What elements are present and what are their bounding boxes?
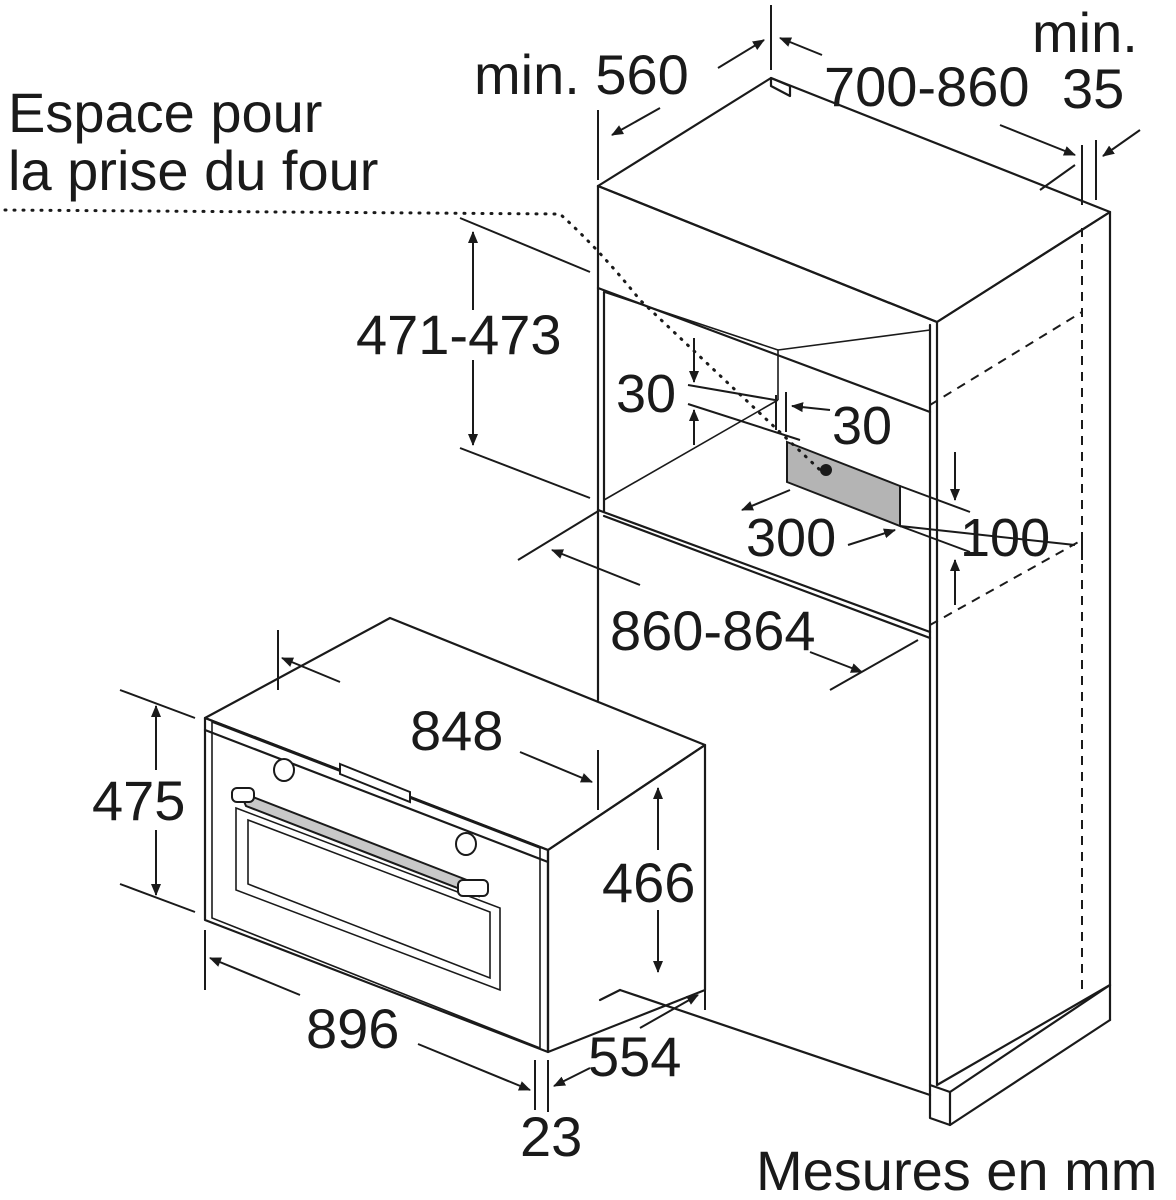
left-knob-icon bbox=[273, 758, 295, 782]
oven-depth-848-label: 848 bbox=[410, 699, 503, 762]
dim-471-473 bbox=[459, 217, 591, 499]
min-35-value: 35 bbox=[1062, 57, 1124, 120]
socket-width-300-label: 300 bbox=[746, 508, 836, 568]
oven bbox=[203, 616, 707, 1054]
oven-display bbox=[339, 762, 411, 804]
dim-475 bbox=[119, 689, 196, 913]
socket-space-label-line2: la prise du four bbox=[8, 139, 378, 202]
dim-300 bbox=[741, 489, 1076, 546]
dim-896 bbox=[204, 930, 536, 1110]
socket-icon bbox=[820, 464, 832, 476]
socket-leader-line bbox=[3, 208, 822, 472]
dim-30-right bbox=[775, 392, 831, 432]
tall-cabinet bbox=[596, 76, 1112, 1127]
dim-100 bbox=[899, 452, 971, 605]
oven-handle bbox=[238, 790, 480, 898]
socket-space-label-line1: Espace pour bbox=[8, 81, 322, 144]
dim-860-864 bbox=[517, 509, 919, 691]
front-23-label: 23 bbox=[520, 1105, 582, 1168]
dim-23 bbox=[547, 1060, 591, 1112]
dim-30-left bbox=[687, 338, 801, 445]
width-860-864-label: 860-864 bbox=[610, 599, 816, 662]
oven-height-475-label: 475 bbox=[92, 769, 185, 832]
min-label: min. bbox=[1032, 1, 1138, 64]
oven-body-466-label: 466 bbox=[602, 851, 695, 914]
socket-height-100-label: 100 bbox=[960, 508, 1050, 568]
dim-700-860 bbox=[779, 37, 1083, 205]
height-471-473-label: 471-473 bbox=[356, 303, 562, 366]
oven-width-896-label: 896 bbox=[306, 997, 399, 1060]
right-knob-icon bbox=[455, 832, 477, 856]
min-560-label: min. 560 bbox=[474, 43, 689, 106]
gap-30-right-label: 30 bbox=[832, 396, 892, 456]
dim-848 bbox=[277, 630, 599, 810]
dim-554 bbox=[639, 960, 706, 1029]
oven-554-label: 554 bbox=[588, 1025, 681, 1088]
gap-30-left-label: 30 bbox=[616, 364, 676, 424]
range-700-860-label: 700-860 bbox=[824, 55, 1030, 118]
dim-min-560 bbox=[597, 5, 772, 180]
dim-min-35 bbox=[1095, 129, 1141, 200]
units-note: Mesures en mm bbox=[756, 1139, 1157, 1200]
